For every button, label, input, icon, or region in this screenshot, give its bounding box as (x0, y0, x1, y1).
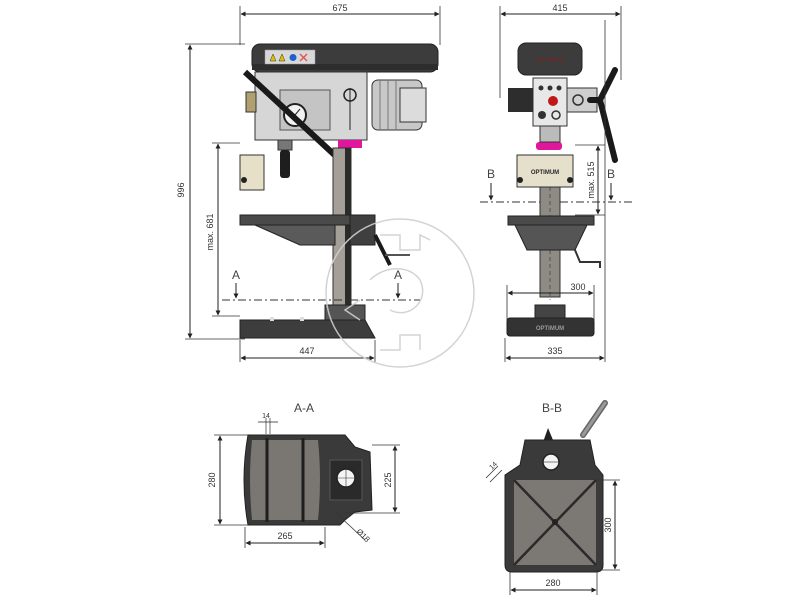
brand-label: OPTIMUM (536, 58, 564, 64)
section-marker-a-right: A (394, 268, 402, 282)
side-view: 675 996 max. 681 (176, 3, 441, 362)
dim-335: 335 (547, 346, 562, 356)
brand-label-block: OPTIMUM (531, 170, 559, 176)
spindle-collar (338, 140, 362, 148)
dim-675: 675 (332, 3, 347, 13)
warning-triangle-icon (269, 53, 277, 62)
dim-300: 300 (570, 282, 585, 292)
dim-slot-14: 14 (262, 413, 270, 420)
dim-b-slot-14: 14 (488, 461, 499, 472)
front-view: 415 OPTIMUM OPTIMUM max. 515 B (480, 3, 632, 362)
section-marker-a-left: A (232, 268, 240, 282)
section-b-title: B-B (542, 401, 562, 415)
dim-max-515: max. 515 (586, 161, 596, 198)
prohibited-icon (299, 53, 308, 62)
dim-b-300: 300 (603, 517, 613, 532)
section-a-title: A-A (294, 401, 314, 415)
section-marker-b-left: B (487, 167, 495, 181)
dim-447: 447 (299, 346, 314, 356)
dim-a-265: 265 (277, 531, 292, 541)
spindle-collar-front (536, 142, 562, 150)
section-marker-b-right: B (607, 167, 615, 181)
dim-a-225: 225 (383, 472, 393, 487)
section-a-a: A-A 14 280 225 265 Ø18 (207, 401, 400, 548)
warning-triangle-icon (278, 53, 286, 62)
dim-b-280: 280 (545, 578, 560, 588)
feed-handles (587, 67, 618, 163)
info-circle-icon (289, 54, 297, 61)
dim-a-280: 280 (207, 472, 217, 487)
chuck-guard (242, 69, 343, 163)
section-b-b: B-B 14 300 280 (485, 400, 620, 595)
dim-max-681: max. 681 (205, 213, 215, 250)
watermark-logo (325, 218, 475, 368)
emergency-stop-icon (548, 96, 558, 106)
dim-415: 415 (552, 3, 567, 13)
dim-a-hole-18: Ø18 (355, 527, 372, 544)
dim-996: 996 (176, 182, 186, 197)
brand-label-base: OPTIMUM (536, 326, 564, 332)
